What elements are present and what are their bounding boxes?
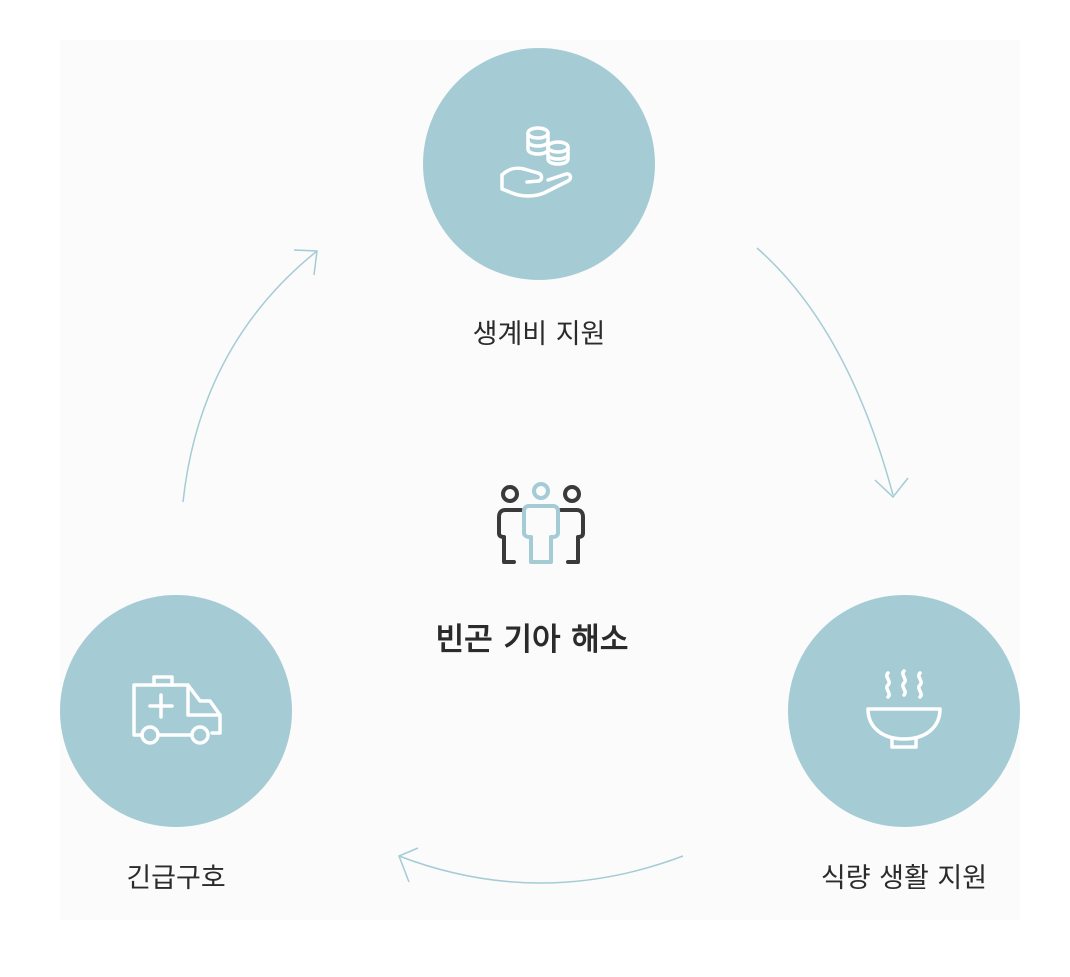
arrow-right-to-left [398, 855, 684, 884]
person-left [497, 485, 523, 564]
soup-bowl-icon [866, 669, 942, 749]
arrow-top-to-right [756, 247, 894, 496]
center-title: 빈곤 기아 해소 [435, 622, 629, 658]
ambulance-icon [132, 675, 222, 745]
arrow-top-to-right-head [874, 477, 909, 499]
person-center [522, 482, 560, 564]
label-emergency-relief: 긴급구호 [126, 863, 226, 894]
hand-coins-icon [500, 126, 573, 198]
arrow-left-to-top-head [293, 249, 318, 276]
node-emergency-relief [60, 595, 292, 827]
label-food-support: 식량 생활 지원 [820, 863, 988, 894]
node-food-support [788, 595, 1020, 827]
arrow-left-to-top [182, 250, 318, 503]
label-living-expenses: 생계비 지원 [472, 319, 606, 350]
person-right [559, 485, 585, 564]
node-living-expenses [423, 48, 655, 280]
arrow-group [182, 247, 909, 884]
arrow-right-to-left-head [398, 847, 419, 883]
people-group-icon [497, 482, 585, 564]
